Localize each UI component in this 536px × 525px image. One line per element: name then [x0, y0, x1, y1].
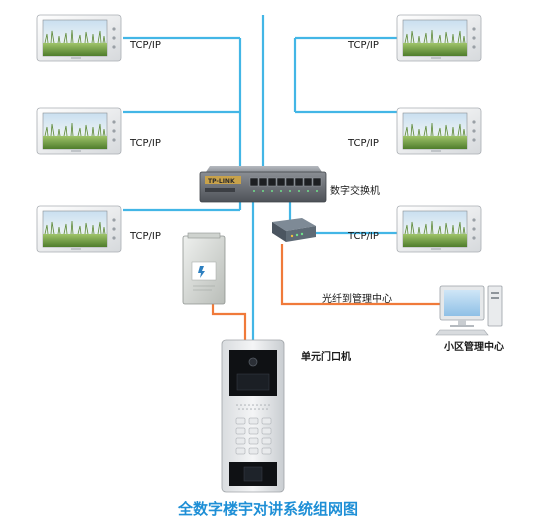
- fiber-to-management-line: [280, 244, 440, 306]
- indoor-monitor-icon: [36, 205, 122, 253]
- tcpip-label-right-3: TCP/IP: [348, 231, 379, 242]
- computer-icon: [435, 285, 503, 336]
- power-supply-icon: [182, 232, 226, 305]
- tcpip-label-left-2: TCP/IP: [130, 138, 161, 149]
- management-label: 小区管理中心: [444, 342, 504, 353]
- network-switch-icon: TP-LINK: [199, 166, 327, 203]
- indoor-monitor-icon: [396, 107, 482, 155]
- indoor-monitor-icon: [36, 107, 122, 155]
- diagram-caption: 全数字楼宇对讲系统组网图: [177, 500, 358, 518]
- network-links: [123, 15, 400, 342]
- indoor-monitor-icon: [36, 14, 122, 62]
- power-fiber-links: [211, 244, 440, 342]
- fiber-label: 光纤到管理中心: [322, 294, 392, 305]
- switch-brand: TP-LINK: [208, 178, 235, 185]
- indoor-monitor-icon: [396, 205, 482, 253]
- tcpip-label-left-1: TCP/IP: [130, 40, 161, 51]
- switch-label: 数字交换机: [330, 186, 380, 197]
- tcpip-label-left-3: TCP/IP: [130, 231, 161, 242]
- door-unit-label: 单元门口机: [301, 352, 351, 363]
- fiber-converter-icon: [272, 218, 316, 242]
- tcpip-label-right-1: TCP/IP: [348, 40, 379, 51]
- tcpip-label-right-2: TCP/IP: [348, 138, 379, 149]
- door-station-icon: [221, 339, 285, 493]
- indoor-monitor-icon: [396, 14, 482, 62]
- psu-to-door-line: [211, 302, 247, 342]
